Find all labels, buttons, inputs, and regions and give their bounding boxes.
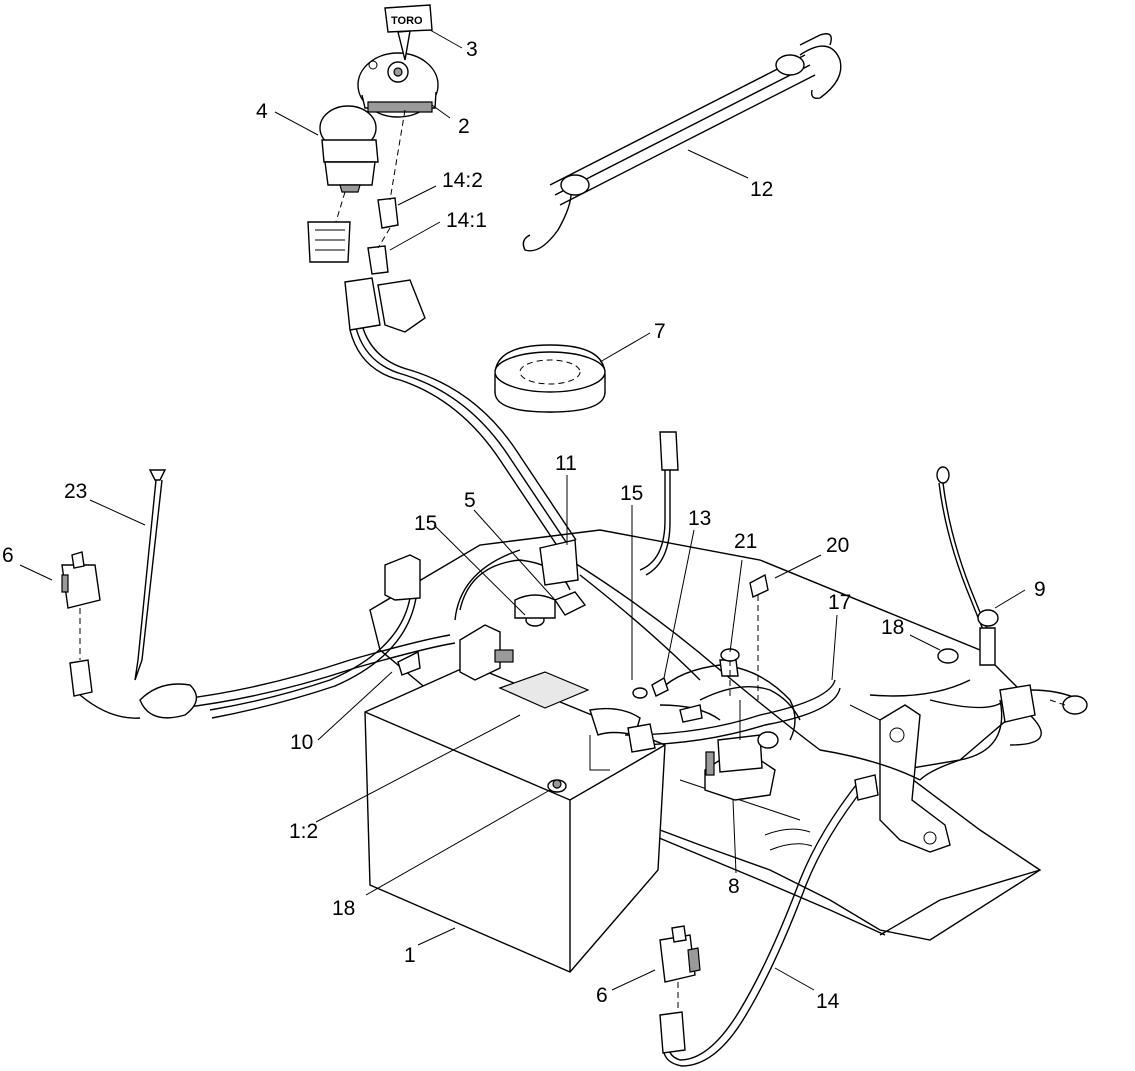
plug-left bbox=[69, 659, 93, 697]
callout-13: 13 bbox=[688, 507, 711, 530]
callout-2: 2 bbox=[458, 115, 470, 138]
pto-connector bbox=[307, 221, 351, 263]
callout-11: 11 bbox=[555, 452, 577, 475]
frame-bracket bbox=[849, 704, 951, 853]
callout-6-left: 6 bbox=[2, 544, 14, 567]
fuse-14-1 bbox=[367, 245, 389, 275]
callout-17: 17 bbox=[828, 591, 851, 614]
callout-5: 5 bbox=[464, 489, 476, 512]
callout-3: 3 bbox=[466, 38, 478, 61]
callout-1: 1 bbox=[404, 944, 416, 967]
cable-tie bbox=[134, 469, 167, 681]
plug-bottom bbox=[659, 1011, 686, 1054]
fuse-14-2 bbox=[377, 197, 399, 229]
seat-switch-wire bbox=[662, 779, 867, 1067]
ignition-switch bbox=[357, 52, 439, 118]
starter-solenoid bbox=[704, 700, 779, 801]
battery-cables bbox=[454, 549, 841, 753]
clamp-label bbox=[494, 649, 514, 663]
connector-right bbox=[999, 684, 1036, 723]
connector-left bbox=[384, 554, 421, 601]
callout-6-bottom: 6 bbox=[596, 984, 608, 1007]
connector-11 bbox=[539, 539, 579, 586]
callout-21: 21 bbox=[734, 530, 757, 553]
battery-decal bbox=[498, 671, 590, 709]
callout-14-1: 14:1 bbox=[446, 209, 487, 232]
callouts: 3 2 4 14:2 14:1 12 7 11 15 13 21 20 23 5… bbox=[2, 38, 1046, 1013]
callout-7: 7 bbox=[654, 320, 666, 343]
ground-cable bbox=[936, 466, 999, 666]
callout-20: 20 bbox=[826, 534, 849, 557]
fuses bbox=[344, 109, 426, 333]
callout-12: 12 bbox=[750, 178, 773, 201]
connector-top bbox=[659, 431, 679, 471]
callout-14: 14 bbox=[816, 990, 840, 1013]
bolt-20 bbox=[749, 573, 769, 599]
leader-lines bbox=[19, 29, 1026, 991]
bolt-13 bbox=[651, 676, 669, 697]
callout-15-top: 15 bbox=[620, 482, 643, 505]
callout-10: 10 bbox=[290, 731, 313, 754]
callout-23: 23 bbox=[64, 480, 87, 503]
callout-15-left: 15 bbox=[414, 512, 437, 535]
callout-14-2: 14:2 bbox=[442, 169, 483, 192]
interlock-switch-bottom bbox=[659, 925, 701, 1054]
callout-18-right: 18 bbox=[881, 616, 904, 639]
washer-15-right bbox=[632, 687, 648, 699]
fastener-10 bbox=[397, 650, 421, 676]
hardware bbox=[397, 573, 1088, 715]
callout-18-bottom: 18 bbox=[332, 897, 355, 920]
bolt-5 bbox=[553, 591, 587, 616]
key-brand-text: TORO bbox=[391, 15, 423, 27]
callout-4: 4 bbox=[256, 100, 268, 123]
nut-18 bbox=[937, 648, 959, 664]
callout-1-2: 1:2 bbox=[289, 820, 318, 843]
battery bbox=[364, 664, 666, 973]
ignition-key bbox=[384, 4, 433, 61]
callout-9: 9 bbox=[1034, 578, 1046, 601]
connectors bbox=[384, 431, 1036, 801]
callout-8: 8 bbox=[728, 875, 740, 898]
pto-switch bbox=[307, 105, 379, 263]
spring-rod bbox=[522, 33, 842, 252]
grommet bbox=[494, 344, 606, 413]
battery-hold-down bbox=[459, 624, 641, 736]
interlock-switch-left bbox=[61, 551, 198, 719]
